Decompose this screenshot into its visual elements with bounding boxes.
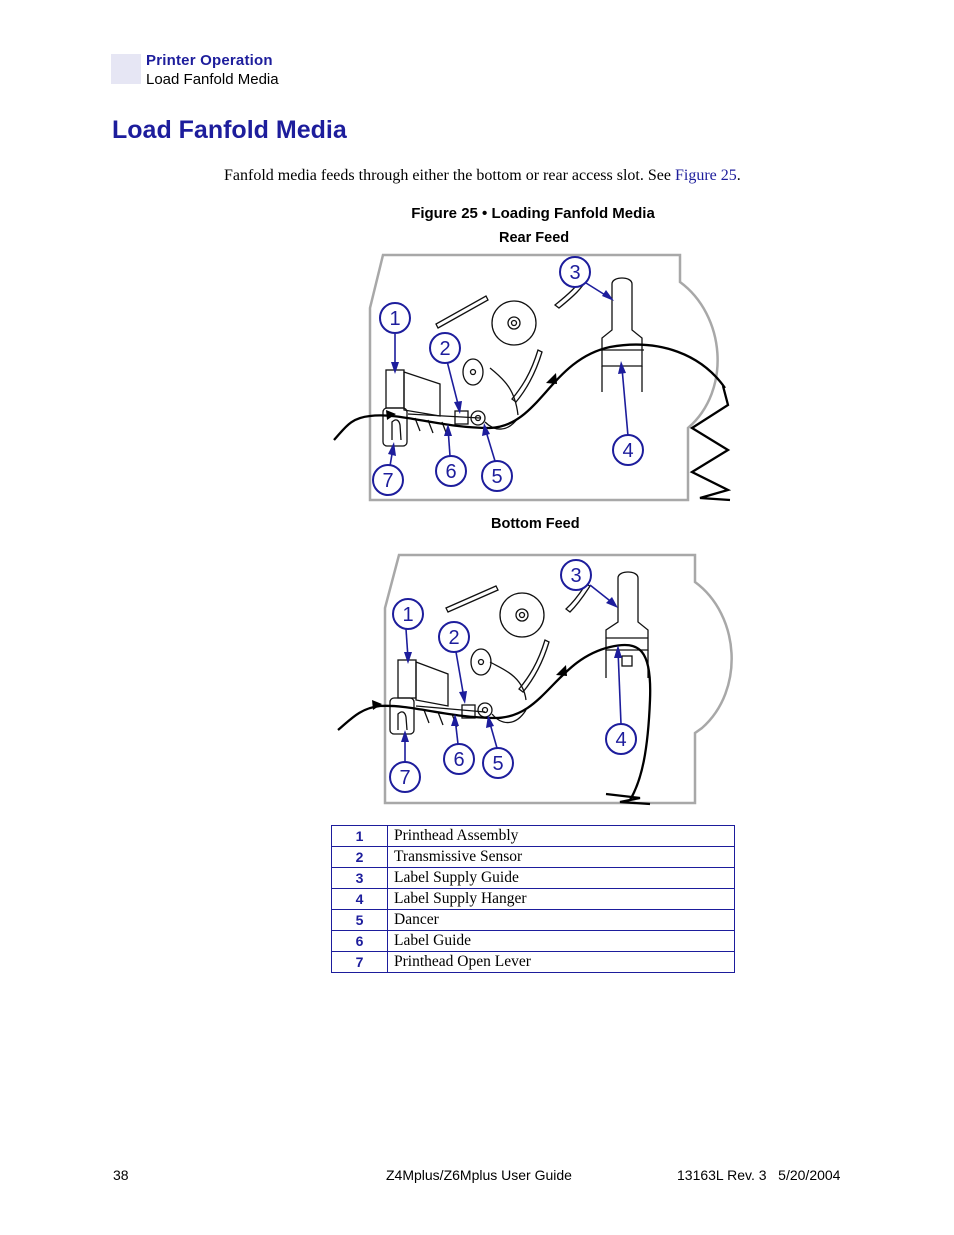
- media-path: [333, 343, 726, 441]
- callout-5: 5: [482, 747, 514, 779]
- header-subsection: Load Fanfold Media: [146, 71, 279, 88]
- callout-2: 2: [438, 621, 470, 653]
- legend-label: Label Supply Hanger: [387, 888, 735, 910]
- printer-frame: [383, 553, 733, 805]
- legend-label: Printhead Assembly: [387, 825, 735, 847]
- footer-guide-title: Z4Mplus/Z6Mplus User Guide: [386, 1167, 572, 1183]
- callout-arrows: [401, 584, 622, 762]
- media-arrow: [546, 373, 557, 384]
- svg-text:7: 7: [399, 767, 410, 789]
- figure-link[interactable]: Figure 25: [674, 167, 737, 184]
- intro-paragraph: Fanfold media feeds through either the b…: [224, 167, 741, 185]
- svg-text:4: 4: [615, 729, 626, 751]
- svg-text:2: 2: [439, 338, 450, 360]
- callout-3: 3: [560, 559, 592, 591]
- svg-text:5: 5: [491, 466, 502, 488]
- media-arrow: [556, 665, 567, 676]
- intro-text: Fanfold media feeds through either the b…: [224, 167, 675, 184]
- callout-6: 6: [443, 743, 475, 775]
- intro-end: .: [736, 167, 741, 184]
- legend-num: 4: [331, 888, 388, 910]
- figure-title: Figure 25 • Loading Fanfold Media: [411, 205, 655, 222]
- media-arrow: [386, 410, 396, 420]
- legend-num: 6: [331, 930, 388, 952]
- rear-feed-label: Rear Feed: [499, 230, 570, 246]
- legend-num: 2: [331, 846, 388, 868]
- header-marker: [111, 54, 141, 84]
- header-section: Printer Operation: [146, 52, 273, 69]
- svg-text:7: 7: [382, 470, 393, 492]
- callout-5: 5: [481, 460, 513, 492]
- legend-label: Dancer: [387, 909, 735, 931]
- fanfold-stack: [689, 385, 732, 502]
- callout-7: 7: [372, 464, 404, 496]
- callout-6: 6: [435, 455, 467, 487]
- callout-2: 2: [429, 332, 461, 364]
- svg-text:5: 5: [492, 753, 503, 775]
- legend-num: 3: [331, 867, 388, 889]
- legend-label: Label Guide: [387, 930, 735, 952]
- printer-mechanism: [389, 571, 649, 735]
- callout-7: 7: [389, 761, 421, 793]
- callout-1: 1: [392, 598, 424, 630]
- svg-text:2: 2: [448, 627, 459, 649]
- svg-text:6: 6: [445, 461, 456, 483]
- callout-4: 4: [605, 723, 637, 755]
- legend-label: Label Supply Guide: [387, 867, 735, 889]
- callout-4: 4: [612, 434, 644, 466]
- media-arrow: [372, 700, 382, 710]
- svg-text:6: 6: [453, 749, 464, 771]
- page-title: Load Fanfold Media: [112, 116, 347, 144]
- legend-num: 7: [331, 951, 388, 973]
- callout-arrows: [388, 282, 629, 467]
- legend-num: 1: [331, 825, 388, 847]
- svg-text:1: 1: [402, 604, 413, 626]
- callout-1: 1: [379, 302, 411, 334]
- svg-text:1: 1: [389, 308, 400, 330]
- svg-text:3: 3: [569, 262, 580, 284]
- legend-num: 5: [331, 909, 388, 931]
- legend-label: Printhead Open Lever: [387, 951, 735, 973]
- media-path: [337, 643, 652, 801]
- footer-revision: 13163L Rev. 3 5/20/2004: [677, 1167, 841, 1183]
- printer-frame: [368, 253, 719, 502]
- svg-text:4: 4: [622, 440, 633, 462]
- callout-3: 3: [559, 256, 591, 288]
- bottom-feed-diagram: 1 2 3 4 5 6 7: [337, 553, 733, 806]
- legend-label: Transmissive Sensor: [387, 846, 735, 868]
- rear-feed-diagram: 1 2 3 4 5 6 7: [333, 253, 732, 502]
- bottom-feed-label: Bottom Feed: [491, 516, 580, 532]
- fanfold-stack: [605, 792, 651, 806]
- svg-text:3: 3: [570, 565, 581, 587]
- footer-page-number: 38: [113, 1167, 129, 1183]
